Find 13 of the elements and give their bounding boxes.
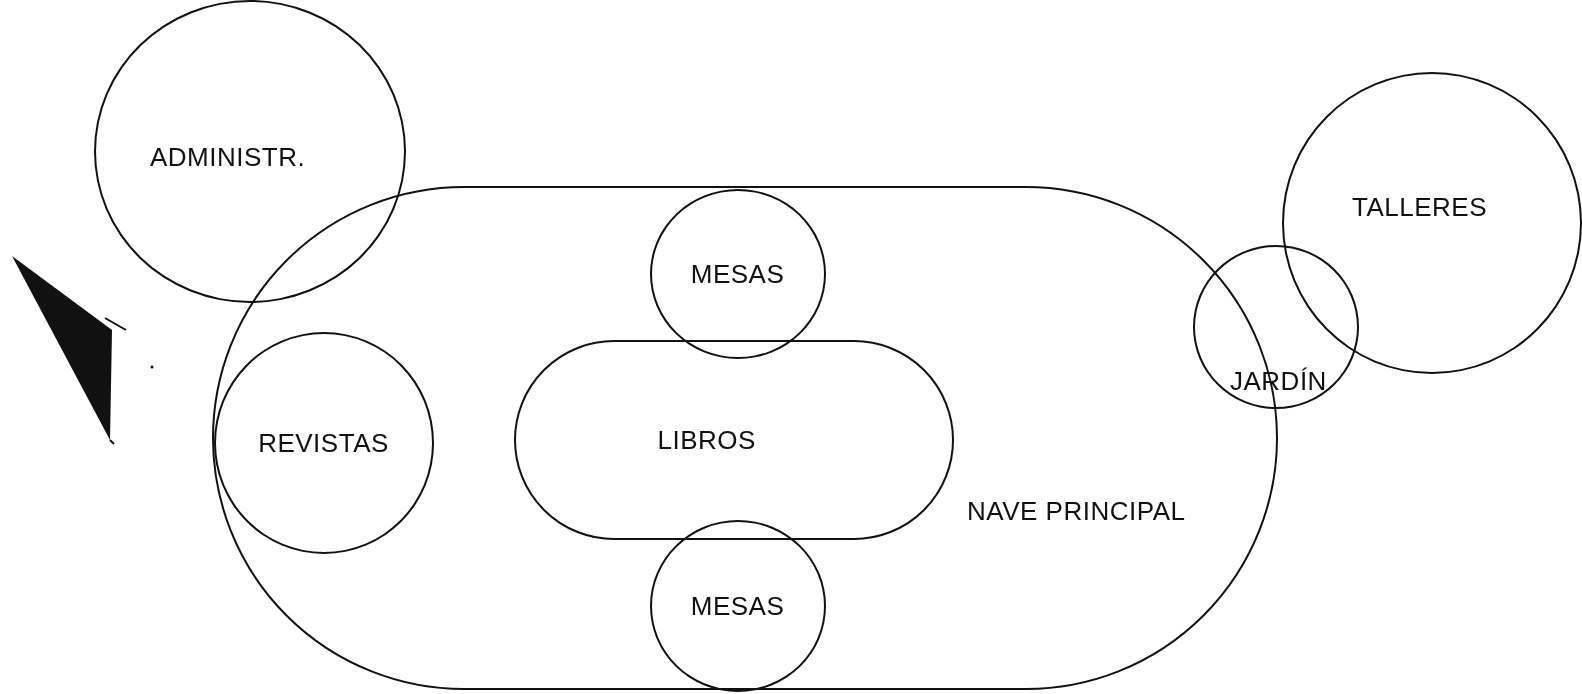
area-label: ADMINISTR. [150, 142, 306, 173]
area-label: NAVE PRINCIPAL [967, 496, 1186, 527]
area-label: REVISTAS [258, 427, 389, 458]
area-label: LIBROS [657, 424, 756, 456]
area-label: TALLERES [1352, 192, 1487, 223]
area-label: MESAS [690, 590, 785, 621]
circle-zone [213, 331, 434, 554]
circle-zone [1193, 245, 1359, 409]
rounded-zone [513, 339, 954, 540]
circle-zone [649, 188, 826, 359]
circle-zone [94, 0, 406, 303]
area-label: MESAS [690, 258, 785, 289]
circle-zone [649, 519, 826, 692]
